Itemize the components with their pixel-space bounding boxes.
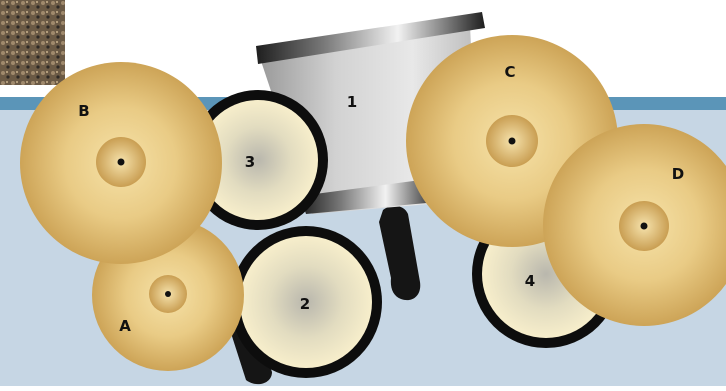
snare-head[interactable] [240,236,372,368]
cymbal-b[interactable] [20,62,222,264]
rug-image [0,0,65,85]
